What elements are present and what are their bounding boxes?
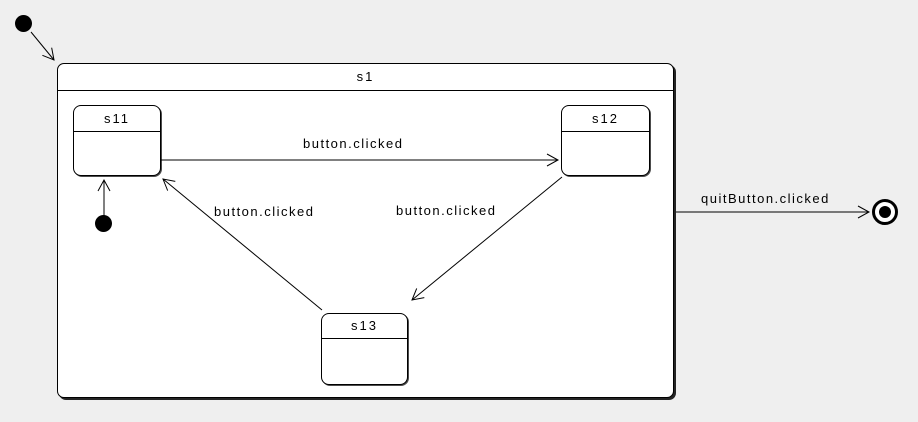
inner-initial-state-node [95,215,112,232]
final-state-core [879,206,891,218]
state-s11-title: s11 [74,106,160,132]
transition-initial-to-s1 [30,31,55,61]
state-s12: s12 [561,105,650,176]
initial-state-node [15,15,32,32]
transition-label-s13-s11: button.clicked [214,204,315,219]
transition-label-s12-s13: button.clicked [396,203,497,218]
state-s13: s13 [321,313,408,385]
transition-label-quit-button: quitButton.clicked [701,191,830,206]
state-s12-title: s12 [562,106,649,132]
transition-label-s11-s12: button.clicked [303,136,404,151]
state-s11: s11 [73,105,161,176]
state-s13-title: s13 [322,314,407,339]
final-state-node [872,199,898,225]
composite-state-s1-title: s1 [58,64,673,91]
